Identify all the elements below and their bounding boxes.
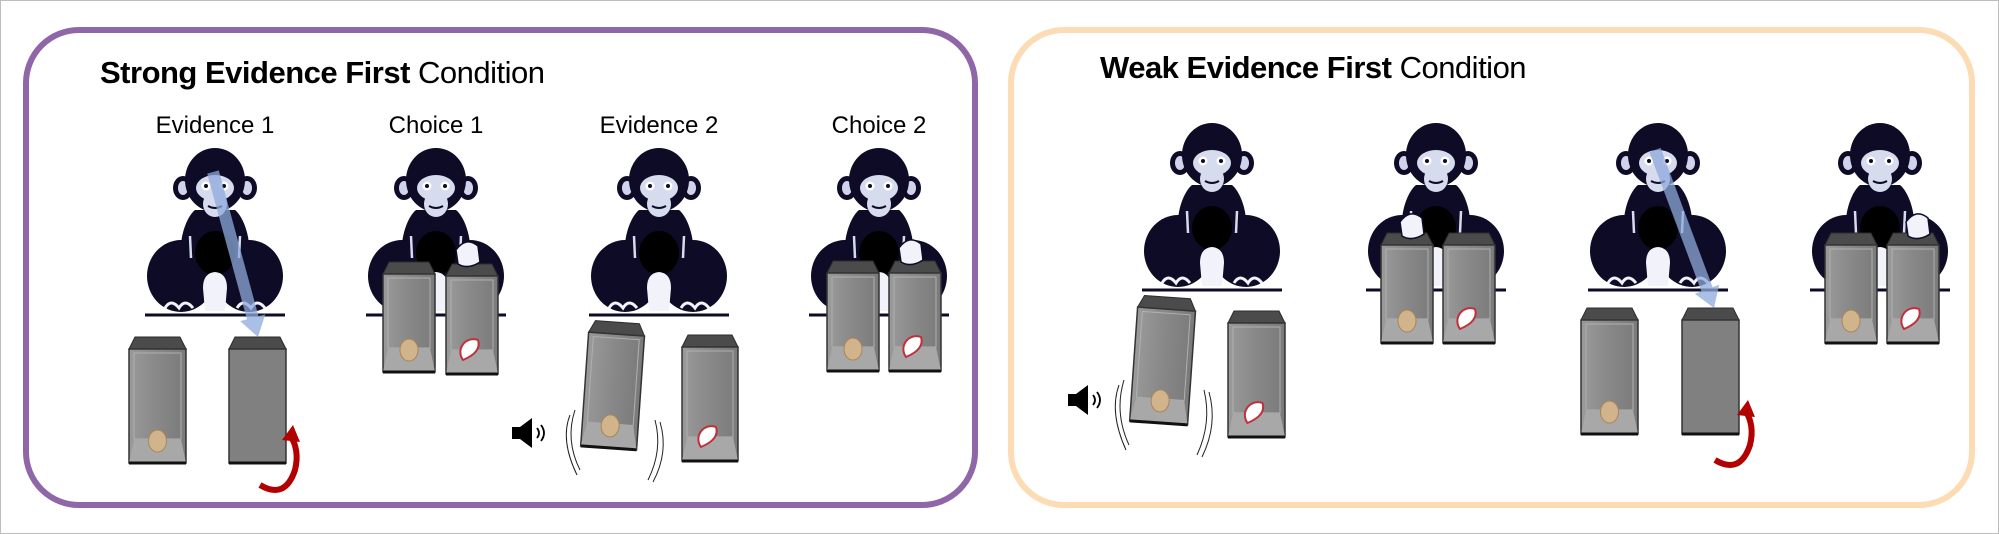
box-floor	[682, 437, 738, 461]
box	[1128, 295, 1197, 427]
weak-panel-title: Weak Evidence First Condition	[1100, 50, 1527, 86]
chimp-icon	[1140, 123, 1284, 292]
speaker-body	[512, 427, 520, 439]
box	[1681, 307, 1740, 436]
gaze-arrow-icon	[1649, 147, 1720, 308]
box-floor	[1887, 319, 1939, 343]
gaze-arrow-icon	[207, 170, 266, 337]
nut-icon	[1150, 389, 1170, 413]
nut-icon	[843, 337, 863, 361]
shake-line	[1114, 384, 1127, 451]
gaze-arrow-head	[1694, 284, 1720, 308]
box-base	[580, 444, 637, 452]
speaker-icon	[1068, 385, 1101, 415]
box-top	[826, 260, 880, 274]
box-floor	[1228, 413, 1285, 437]
hand-icon	[1399, 213, 1425, 240]
title-rest: Condition	[1391, 50, 1527, 85]
box	[1227, 310, 1286, 439]
step-label-evidence-2: Evidence 2	[599, 112, 719, 139]
rotate-arrow-head	[282, 425, 300, 442]
box	[1580, 307, 1639, 436]
box	[1380, 232, 1434, 345]
gaze-arrow-shaft	[207, 170, 260, 322]
box	[681, 334, 739, 463]
box-top	[1580, 307, 1639, 321]
gaze-arrow-shaft	[1649, 147, 1714, 294]
box	[826, 260, 880, 373]
step-label-evidence-1: Evidence 1	[155, 112, 275, 139]
step-label-choice-2: Choice 2	[831, 112, 927, 139]
nut-icon	[1397, 309, 1417, 333]
shake-lines	[565, 409, 664, 483]
step-label-choice-1: Choice 1	[388, 112, 484, 139]
shake-line	[652, 421, 664, 483]
box-base	[1129, 419, 1188, 427]
nut-icon	[1600, 400, 1619, 424]
shake-line	[565, 414, 578, 476]
apple-slice-icon	[1243, 401, 1265, 425]
apple-slice-icon	[902, 335, 923, 359]
shake-line	[647, 419, 659, 481]
box-top	[128, 336, 187, 350]
box	[1886, 232, 1940, 345]
shake-line	[1201, 391, 1213, 458]
box-floor	[1443, 319, 1495, 343]
box-top	[1227, 310, 1286, 324]
box	[1824, 232, 1878, 345]
chimp-icon	[1586, 123, 1730, 292]
strong-evidence-first-panel	[23, 27, 978, 508]
strong-panel-title: Strong Evidence First Condition	[100, 55, 545, 91]
gaze-arrow-head	[240, 314, 266, 337]
weak-evidence-first-panel	[1008, 27, 1975, 508]
shake-line	[1196, 389, 1208, 456]
title-rest: Condition	[409, 55, 545, 90]
hand-icon	[1905, 213, 1931, 240]
box-top	[1681, 307, 1740, 321]
title-bold: Weak Evidence First	[1100, 50, 1392, 85]
speaker-icon	[512, 418, 545, 448]
box-top	[681, 334, 739, 348]
box-body	[1681, 319, 1740, 435]
speaker-cone	[1076, 385, 1088, 415]
box-body	[228, 348, 287, 464]
apple-slice-icon	[459, 338, 480, 362]
sound-waves	[536, 424, 545, 442]
box-top	[228, 336, 287, 350]
speaker-cone	[520, 418, 532, 448]
nut-icon	[600, 414, 620, 438]
nut-icon	[399, 338, 419, 362]
box	[382, 261, 436, 374]
rotate-arrow-icon	[258, 433, 300, 493]
box	[579, 320, 646, 452]
box-floor	[446, 350, 498, 374]
nut-icon	[1841, 309, 1861, 333]
rotate-arrow-head	[1737, 400, 1755, 417]
apple-slice-icon	[1900, 307, 1921, 331]
box	[128, 336, 187, 465]
shake-lines	[1114, 379, 1213, 458]
box	[445, 263, 499, 376]
box	[888, 260, 942, 373]
apple-slice-icon	[697, 425, 718, 449]
rotate-arrow-icon	[1713, 408, 1755, 468]
nut-icon	[148, 429, 167, 453]
box-top	[1442, 232, 1496, 246]
box	[1442, 232, 1496, 345]
sound-waves	[1092, 391, 1101, 409]
apple-slice-icon	[1456, 307, 1477, 331]
box-floor	[889, 347, 941, 371]
box-top	[382, 261, 436, 275]
shake-line	[1119, 379, 1130, 446]
speaker-body	[1068, 394, 1076, 406]
hand-icon	[455, 241, 481, 268]
chimp-icon	[587, 148, 731, 317]
box-top	[1824, 232, 1878, 246]
box	[228, 336, 287, 465]
shake-line	[570, 409, 581, 471]
hand-icon	[898, 239, 924, 266]
title-bold: Strong Evidence First	[100, 55, 410, 90]
